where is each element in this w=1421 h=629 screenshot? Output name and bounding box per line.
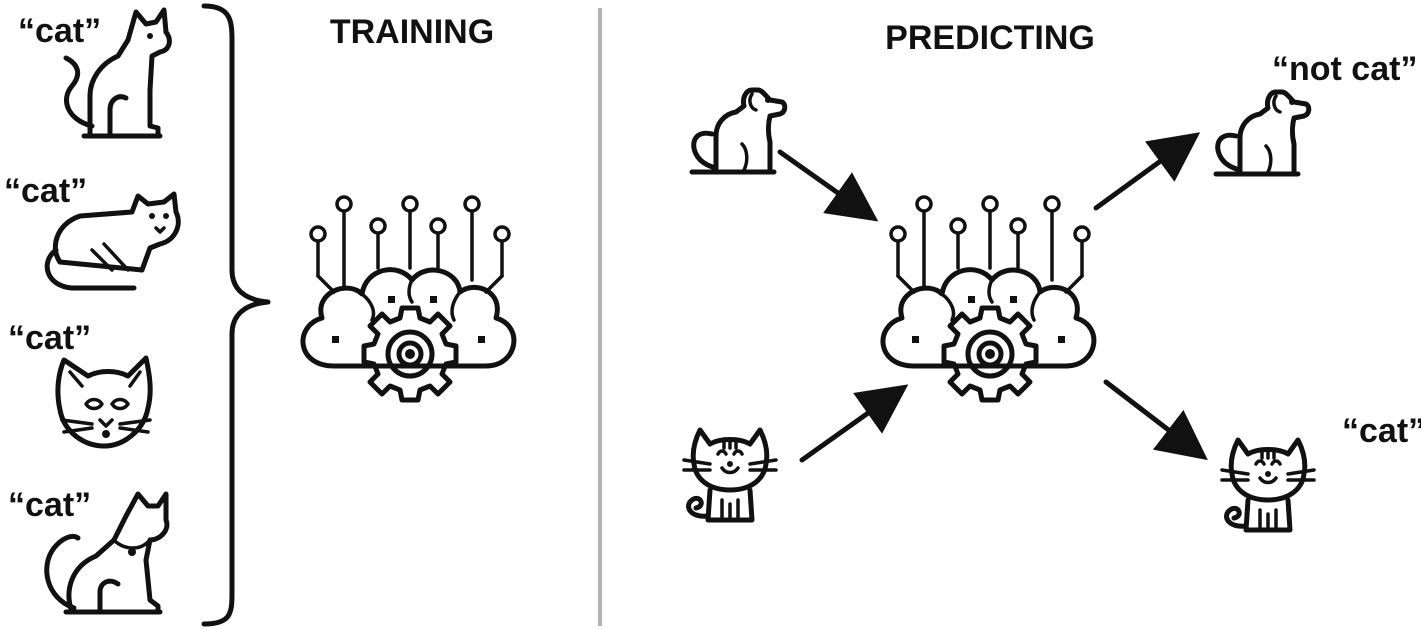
- input-dog-icon: [692, 90, 785, 172]
- arrow-model-to-not-cat: [1093, 132, 1201, 211]
- predicting-title: PREDICTING: [885, 19, 1095, 57]
- output-striped-cat-icon: [1222, 440, 1314, 530]
- cat-face-icon: [55, 355, 153, 449]
- output-dog-icon: [1216, 92, 1309, 174]
- output-label-cat: “cat”: [1342, 412, 1421, 450]
- training-brace: [201, 3, 271, 627]
- training-title: TRAINING: [330, 13, 494, 51]
- arrow-cat-to-model: [799, 384, 909, 463]
- output-label-not-cat: “not cat”: [1272, 50, 1417, 88]
- training-label-4: “cat”: [8, 486, 91, 524]
- training-label-3: “cat”: [8, 319, 91, 357]
- input-striped-cat-icon: [684, 430, 776, 520]
- training-label-1: “cat”: [18, 12, 101, 50]
- predicting-model-icon: [883, 197, 1094, 400]
- sitting-cat-icon: [63, 7, 172, 139]
- training-label-2: “cat”: [4, 172, 87, 210]
- collar-cat-icon: [44, 491, 170, 615]
- arrow-model-to-cat: [1103, 379, 1208, 461]
- training-model-icon: [303, 197, 514, 400]
- lying-cat-icon: [44, 191, 181, 291]
- arrow-dog-to-model: [777, 149, 879, 222]
